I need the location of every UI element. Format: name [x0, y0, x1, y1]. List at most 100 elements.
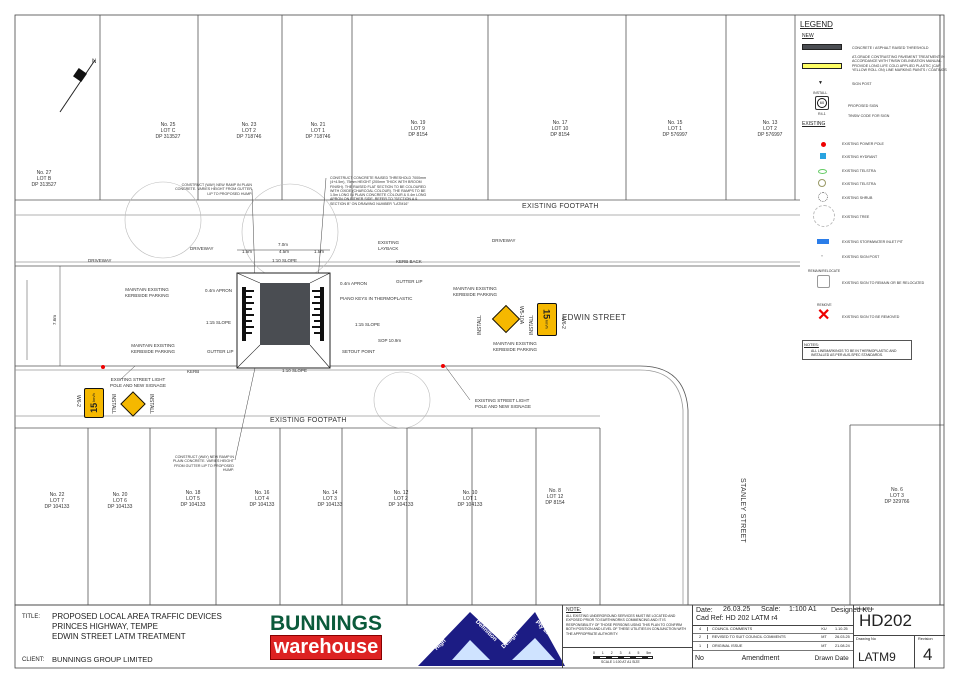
road-width: 7.6m	[52, 314, 57, 325]
speed-unit: km/h	[90, 392, 96, 402]
hdd-logo-word: High	[433, 638, 448, 652]
gutter-lip-left: GUTTER LIP	[207, 349, 234, 354]
hdd-logo-word: Design	[500, 631, 520, 651]
speed-value: 15	[542, 309, 552, 320]
sop-dimension: SOP 10.9m	[378, 338, 402, 343]
parking-note: MAINTAIN EXISTING KERBSIDE PARKING	[131, 343, 175, 354]
slope-right: 1:15 SLOPE	[355, 322, 381, 327]
dim-total: 7.0m	[278, 242, 289, 247]
install-label: INSTALL	[148, 394, 154, 414]
speed-unit: km/h	[544, 320, 550, 329]
hydrant-icon	[820, 153, 826, 159]
legend-item: EXISTING SHRUB	[842, 196, 873, 200]
notes-heading: NOTES:	[804, 342, 819, 347]
power-pole-icon	[821, 142, 826, 147]
remain-label: REMAIN/RELOCATE	[808, 269, 841, 273]
drawing-label: Drawing No	[856, 637, 876, 641]
existing-sign-remove-icon: ✕	[817, 307, 831, 324]
slope-top: 1:10 SLOPE	[272, 258, 298, 263]
sign-code-w6: W6-2	[75, 395, 81, 407]
legend-item: EXISTING SIGN TO REMAIN OR BE RELOCATED	[842, 281, 925, 285]
legend-item: EXISTING TELSTRA	[842, 182, 876, 186]
setout-point: SETOUT POINT	[342, 349, 376, 354]
project-label: Project No	[856, 607, 874, 611]
parking-note: MAINTAIN EXISTING KERBSIDE PARKING	[493, 341, 537, 352]
title-label: TITLE:	[22, 614, 41, 620]
legend-new-heading: NEW	[802, 33, 814, 39]
driveway-label: DRIVEWAY	[88, 258, 112, 263]
sign-code-w6: W6-2	[560, 317, 566, 329]
street-name-stanley: STANLEY STREET	[739, 478, 746, 544]
parking-note: MAINTAIN EXISTING KERBSIDE PARKING	[125, 287, 169, 298]
street-name-edwin: EDWIN STREET	[562, 313, 627, 322]
north-arrow-icon	[59, 59, 96, 113]
yellow-treatment-swatch	[802, 63, 842, 69]
driveway-label: DRIVEWAY	[492, 238, 516, 243]
raised-threshold	[236, 249, 331, 369]
threshold-swatch	[802, 44, 842, 50]
sign-code-w5: W5-10A	[518, 306, 524, 325]
piano-keys: PIANO KEYS IN THERMOPLASTIC	[340, 296, 413, 301]
legend-item: PROPOSED SIGN	[848, 104, 879, 108]
tree-icon	[813, 205, 835, 227]
legend-item: EXISTING SIGN POST	[842, 255, 880, 259]
power-pole-icon	[101, 365, 105, 369]
legend-item: EXISTING STORMWATER INLET PIT	[842, 240, 903, 244]
legend-item: AT-GRADE CONTRASTING PAVEMENT TREATMENT …	[852, 55, 947, 73]
dim-right: 1.5m	[314, 249, 325, 254]
note-threshold: CONSTRUCT CONCRETE RAISED THRESHOLD 7000…	[330, 176, 427, 206]
legend-item: EXISTING POWER POLE	[842, 142, 884, 146]
proposed-sign-icon: 60	[815, 96, 829, 110]
apron-right: 0.4m APRON	[340, 281, 368, 286]
note-block: NOTE: ALL EXISTING UNDERGROUND SERVICES …	[562, 605, 693, 668]
driveway-label: DRIVEWAY	[190, 246, 214, 251]
shrub-icon	[818, 192, 828, 202]
dim-mid: 4.5m	[279, 249, 290, 254]
dim-left: 1.5m	[242, 249, 253, 254]
project-number: HD202	[859, 611, 912, 630]
kerb-back: KERB BACK	[396, 259, 422, 264]
remove-label: REMOVE	[817, 303, 832, 307]
install-label: INSTALL	[110, 394, 116, 414]
telstra-manhole-icon	[818, 179, 826, 187]
existing-sign-remain-icon	[817, 275, 830, 288]
legend-install-label: INSTALL	[813, 91, 828, 95]
notes-box: NOTES: ALL LINEMARKINGS TO BE IN THERMOP…	[802, 340, 912, 360]
street-light-note: EXISTING STREET LIGHT POLE AND NEW SIGNA…	[475, 398, 532, 409]
client-label: CLIENT:	[22, 657, 45, 663]
hdd-logo-word: Pty Ltd	[533, 619, 553, 639]
legend-sign-code: R4-1	[818, 112, 826, 116]
kerb-label: KERB	[187, 369, 200, 374]
stormwater-pit-icon	[817, 239, 829, 244]
revision-block: Date: 26.03.25 Scale: 1:100 A1 Designed …	[692, 605, 945, 668]
slope-left: 1:15 SLOPE	[206, 320, 232, 325]
speed-advisory-sign: 15 km/h	[84, 388, 104, 418]
power-pole-icon	[441, 364, 445, 368]
footpath-label-bottom: EXISTING FOOTPATH	[270, 417, 347, 424]
street-light-note: EXISTING STREET LIGHT POLE AND NEW SIGNA…	[109, 377, 166, 388]
install-label: INSTALL	[529, 315, 535, 335]
speed-advisory-sign: 15 km/h	[537, 303, 557, 336]
gutter-lip-right: GUTTER LIP	[396, 279, 423, 284]
legend-item: EXISTING SIGN TO BE REMOVED	[842, 315, 900, 319]
existing-layback: EXISTING LAYBACK	[378, 240, 400, 251]
legend-item: EXISTING TREE	[842, 215, 870, 219]
existing-sign-post-icon: ▿	[821, 253, 824, 258]
speed-value: 15	[88, 402, 98, 413]
legend-item: TfNSW CODE FOR SIGN	[848, 114, 890, 118]
note-ramp-bottom: CONSTRUCT (WAY) NEW RAMP IN PLAIN CONCRE…	[172, 455, 234, 472]
hdd-logo-word: Definition	[473, 619, 498, 643]
